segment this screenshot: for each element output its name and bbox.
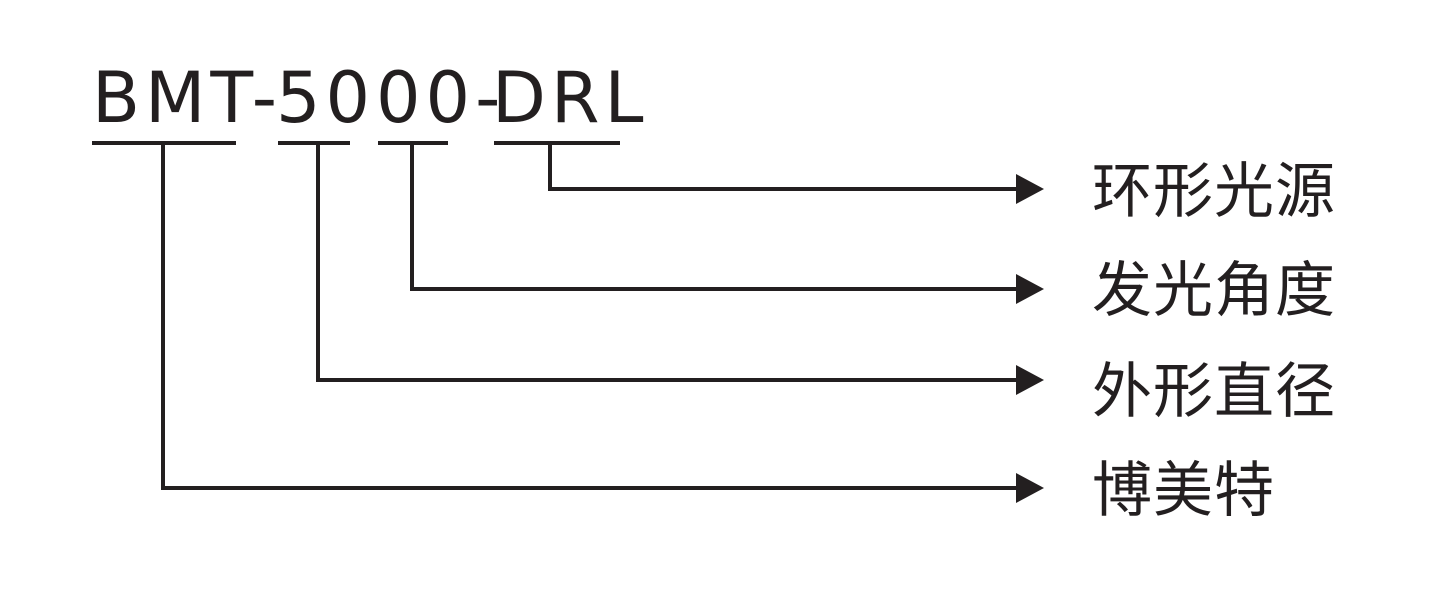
code-diameter-segment: 50 [276, 57, 376, 139]
arrow-head-angle [1016, 274, 1044, 304]
arrow-head-diameter [1016, 365, 1044, 395]
arrow-head-brand [1016, 473, 1044, 503]
label-brand: 博美特 [1092, 456, 1275, 526]
code-type-segment: DRL [492, 57, 649, 139]
connector-type [548, 143, 1018, 191]
label-emission-angle: 发光角度 [1092, 256, 1336, 326]
label-outer-diameter: 外形直径 [1092, 357, 1336, 427]
arrow-head-type [1016, 174, 1044, 204]
code-brand-segment: BMT- [92, 57, 283, 139]
connector-angle [410, 143, 1018, 291]
code-angle-segment: 00- [376, 57, 506, 139]
connector-brand [161, 143, 1018, 490]
label-ring-light: 环形光源 [1092, 157, 1336, 227]
connector-diameter [316, 143, 1018, 382]
